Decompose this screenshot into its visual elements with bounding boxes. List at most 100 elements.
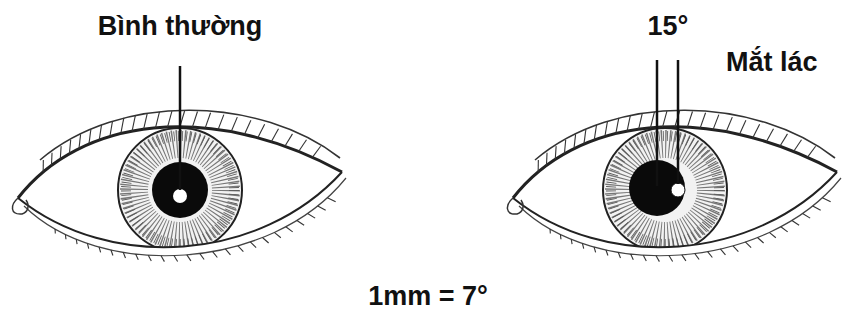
eyelash — [55, 229, 56, 233]
eyelash — [584, 129, 586, 144]
eyelash — [60, 146, 62, 159]
eyelash — [813, 206, 821, 210]
eyelash — [192, 112, 197, 128]
eyelash — [51, 153, 53, 166]
eyelash — [726, 117, 732, 132]
eyelash — [174, 256, 178, 262]
eyelash — [187, 255, 191, 261]
eyelash — [571, 239, 573, 244]
eyelash — [745, 242, 751, 248]
squint-eye — [507, 60, 841, 262]
eyelash — [262, 238, 268, 243]
eyelash — [564, 140, 565, 154]
eyelash — [286, 227, 293, 232]
eyelash — [769, 232, 776, 237]
eyelash — [299, 140, 307, 152]
eyelash — [582, 243, 583, 248]
eyelash — [318, 206, 326, 210]
eyelash — [271, 129, 278, 142]
eyelash — [639, 113, 643, 129]
eyelash — [650, 112, 654, 128]
eyelash — [123, 252, 125, 258]
eyelash — [695, 254, 699, 260]
eyelash — [574, 134, 576, 148]
eyelash — [65, 234, 67, 239]
eyelash — [111, 250, 113, 256]
eyelash — [594, 247, 596, 252]
eyelash — [605, 121, 608, 136]
eyelash — [308, 213, 316, 218]
eyelash — [669, 256, 673, 262]
eyelash — [631, 254, 634, 260]
eyelash — [258, 124, 265, 138]
eyelash — [546, 153, 548, 166]
eyelash — [687, 112, 692, 128]
eyelash — [757, 238, 763, 243]
eyelash — [753, 124, 760, 138]
eyelash — [87, 243, 88, 248]
eyelash — [213, 252, 218, 258]
eyelash — [136, 254, 139, 260]
eyelash — [822, 198, 830, 202]
eyelash — [794, 140, 802, 152]
eyelash — [550, 229, 551, 233]
eyelash — [733, 246, 738, 252]
eyelash — [643, 255, 646, 261]
eyelash — [285, 134, 293, 146]
eyelash — [700, 113, 705, 128]
eyelash — [766, 129, 773, 142]
eyelash — [244, 120, 251, 134]
eyelash — [89, 129, 91, 144]
eyelash — [205, 113, 210, 128]
eyelash — [656, 256, 659, 262]
eyelash — [144, 113, 148, 129]
eyelash — [708, 252, 713, 258]
eyelash — [555, 146, 557, 159]
eyelash — [312, 146, 320, 157]
eyelash — [132, 115, 135, 131]
eyelash — [99, 125, 101, 140]
eyelash — [327, 198, 335, 202]
eyelash — [43, 160, 44, 172]
normal-eye — [12, 66, 346, 262]
eyelash — [739, 120, 746, 134]
eyelash — [713, 115, 719, 130]
eyelash — [616, 118, 619, 134]
eyelash — [297, 220, 304, 225]
scale-note: 1mm = 7° — [368, 280, 488, 312]
eyelash — [606, 250, 608, 256]
eyelash — [250, 242, 256, 248]
eyelash — [161, 256, 164, 262]
eyelash — [76, 239, 78, 244]
eyelash — [200, 254, 204, 260]
eyelash — [792, 220, 799, 225]
eyelash — [225, 249, 230, 255]
eyelash — [274, 232, 281, 237]
eyelash — [69, 140, 70, 154]
eyelash — [238, 246, 243, 252]
eyelash — [148, 255, 151, 261]
eyelash — [218, 115, 224, 130]
eyelash — [807, 146, 815, 157]
eyelash — [594, 125, 596, 140]
angle-label: 15° — [648, 10, 689, 42]
eyelash — [560, 234, 562, 239]
eyelash — [781, 227, 788, 232]
eyelash — [121, 118, 124, 134]
eyelash — [168, 111, 172, 127]
eyelash — [155, 112, 159, 128]
state-label: Bình thường — [98, 10, 263, 42]
eyelash — [79, 134, 81, 148]
eyelash — [780, 134, 788, 146]
eyelash — [663, 111, 667, 127]
eyelash — [99, 247, 101, 252]
state-label: Mắt lác — [726, 46, 818, 78]
eyelash — [538, 160, 539, 172]
eyelash — [618, 252, 620, 258]
eyelash — [110, 121, 113, 136]
eyelash — [720, 249, 725, 255]
eyelash — [803, 213, 811, 218]
eyelash — [627, 115, 630, 131]
eyelash — [682, 255, 686, 261]
eyelash — [231, 117, 237, 132]
